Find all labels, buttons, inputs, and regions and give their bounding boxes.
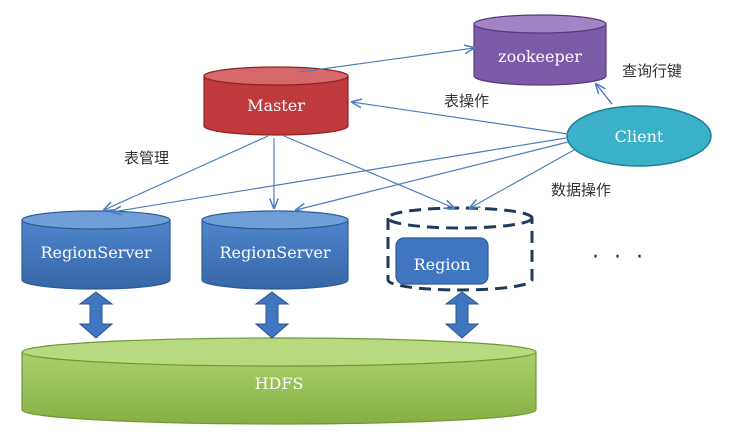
block-arrow-3 xyxy=(444,291,480,339)
client-ellipse: Client xyxy=(566,105,712,167)
edge-label-table-management: 表管理 xyxy=(124,149,169,167)
connectors xyxy=(104,48,613,212)
regionserver-1-label: RegionServer xyxy=(40,243,151,262)
block-arrow-1 xyxy=(78,291,114,339)
edge-label-query-row-key: 查询行键 xyxy=(622,62,682,80)
edge-client-rs2 xyxy=(296,141,569,210)
zookeeper-cylinder: zookeeper xyxy=(473,14,607,86)
edge-master-rs1 xyxy=(104,135,269,210)
edge-client-rs1 xyxy=(112,137,567,212)
regionserver-2-label: RegionServer xyxy=(219,243,330,262)
block-arrow-2 xyxy=(254,291,290,339)
edge-label-data-operation: 数据操作 xyxy=(551,181,611,199)
edge-master-region xyxy=(283,135,454,208)
hdfs-cylinder: HDFS xyxy=(21,337,537,425)
edge-label-table-operation: 表操作 xyxy=(444,92,489,110)
region-container-dashed xyxy=(386,206,534,292)
region-box: Region xyxy=(395,237,489,285)
region-label: Region xyxy=(414,255,471,274)
hdfs-label: HDFS xyxy=(255,374,304,393)
zookeeper-label: zookeeper xyxy=(498,47,582,66)
regionserver-2-cylinder: RegionServer xyxy=(201,210,349,290)
edge-client-master xyxy=(352,102,569,135)
edge-master-zookeeper xyxy=(299,48,474,73)
edge-client-zookeeper xyxy=(596,84,613,105)
client-label: Client xyxy=(615,127,664,146)
regionserver-1-cylinder: RegionServer xyxy=(21,210,171,290)
more-regionservers-ellipsis: · · · xyxy=(592,245,647,270)
edge-client-region xyxy=(470,149,575,208)
master-label: Master xyxy=(247,96,305,115)
master-cylinder: Master xyxy=(203,66,349,136)
